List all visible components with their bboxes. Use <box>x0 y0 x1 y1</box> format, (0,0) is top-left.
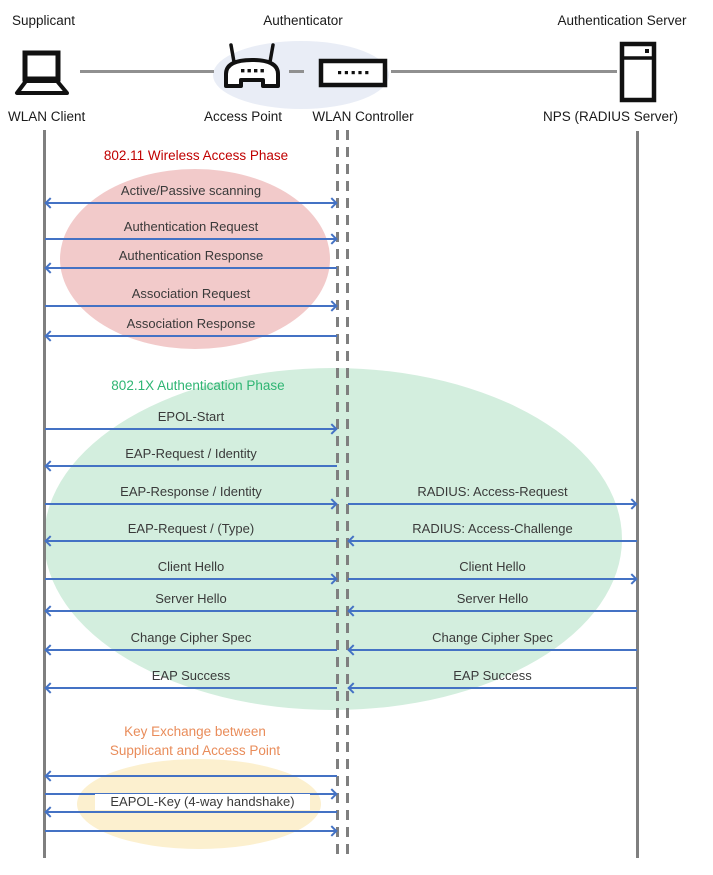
message-arrow <box>45 578 337 580</box>
role-supplicant: Supplicant <box>12 13 76 28</box>
message-label: RADIUS: Access-Request <box>417 484 568 499</box>
message-arrow <box>45 305 337 307</box>
message-label: Server Hello <box>155 591 227 606</box>
wlan-controller-icon <box>318 58 388 88</box>
node-label-nps-radius-server: NPS (RADIUS Server) <box>543 109 679 124</box>
message-arrow <box>348 687 637 689</box>
lifeline-controller-left <box>336 130 339 858</box>
message-label: Server Hello <box>456 591 529 606</box>
message-label: EAP-Request / (Type) <box>127 521 255 536</box>
message-arrow <box>348 578 637 580</box>
message-label: Change Cipher Spec <box>432 630 553 645</box>
message-label: Association Response <box>126 316 256 331</box>
lifeline-controller-right <box>346 130 349 858</box>
message-arrow <box>45 649 337 651</box>
message-arrow <box>348 610 637 612</box>
connector-ap-controller <box>289 70 304 73</box>
message-arrow <box>348 503 637 505</box>
message-label: EAP-Response / Identity <box>120 484 262 499</box>
message-label: Association Request <box>131 286 251 301</box>
message-label: EAP Success <box>453 668 532 683</box>
lifeline-nps-server <box>636 131 639 858</box>
message-label: EPOL-Start <box>157 409 225 424</box>
message-arrow <box>348 540 637 542</box>
laptop-icon <box>15 50 69 95</box>
access-point-icon <box>224 43 280 88</box>
connector-controller-server <box>391 70 617 73</box>
message-arrow <box>45 610 337 612</box>
lifeline-wlan-client <box>43 130 46 858</box>
role-authenticator: Authenticator <box>263 13 343 28</box>
message-label: RADIUS: Access-Challenge <box>412 521 573 536</box>
message-label: Active/Passive scanning <box>120 183 262 198</box>
message-arrow <box>45 238 337 240</box>
message-arrow <box>45 503 337 505</box>
server-icon <box>619 41 657 103</box>
message-label: EAP Success <box>151 668 231 683</box>
message-arrow <box>45 465 337 467</box>
phase3-title-line2: Supplicant and Access Point <box>109 743 281 758</box>
message-arrow <box>348 649 637 651</box>
message-label: Client Hello <box>157 559 225 574</box>
message-arrow <box>45 267 337 269</box>
phase3-title-line1: Key Exchange between <box>124 724 266 739</box>
message-arrow <box>45 202 337 204</box>
phase3-title: Key Exchange between Supplicant and Acce… <box>45 722 345 760</box>
node-label-wlan-controller: WLAN Controller <box>312 109 414 124</box>
message-label: Authentication Request <box>123 219 259 234</box>
phase1-title: 802.11 Wireless Access Phase <box>103 148 289 163</box>
message-label: Change Cipher Spec <box>130 630 252 645</box>
message-label: Authentication Response <box>118 248 264 263</box>
phase1-ellipse <box>60 169 330 349</box>
message-arrow <box>45 811 337 813</box>
node-label-access-point: Access Point <box>203 109 283 124</box>
phase2-title: 802.1X Authentication Phase <box>111 378 285 393</box>
message-arrow <box>45 428 337 430</box>
connector-client-ap <box>80 70 214 73</box>
node-label-wlan-client: WLAN Client <box>8 109 86 124</box>
message-label: EAPOL-Key (4-way handshake) <box>95 794 310 810</box>
message-arrow <box>45 775 337 777</box>
message-arrow <box>45 830 337 832</box>
role-authentication-server: Authentication Server <box>557 13 687 28</box>
message-arrow <box>45 335 337 337</box>
message-label: EAP-Request / Identity <box>125 446 257 461</box>
message-arrow <box>45 540 337 542</box>
message-label: Client Hello <box>459 559 526 574</box>
message-arrow <box>45 687 337 689</box>
